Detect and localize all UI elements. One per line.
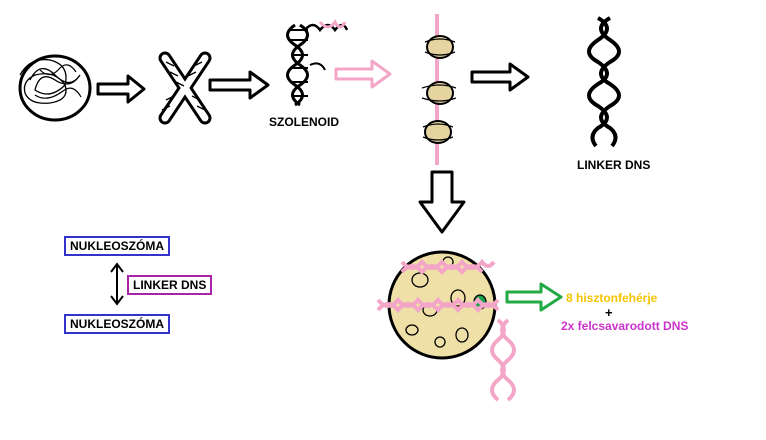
label-linker-dns-top: LINKER DNS: [577, 158, 650, 172]
label-dns: 2x felcsavarodott DNS: [561, 319, 689, 333]
label-linker-dns-box: LINKER DNS: [127, 275, 213, 295]
arrow-right-2: [208, 70, 270, 100]
label-nukleoszoma-bottom: NUKLEOSZÓMA: [64, 314, 170, 334]
arrow-right-1: [96, 74, 146, 104]
solenoid: [286, 19, 349, 107]
x-chromosome: [158, 51, 212, 125]
label-szolenoid: SZOLENOID: [269, 115, 339, 129]
arrow-right-green: [505, 282, 563, 312]
label-plus: +: [605, 305, 613, 320]
arrow-down: [418, 170, 466, 234]
linker-dna-helix: [587, 16, 621, 148]
label-nukleoszoma-top: NUKLEOSZÓMA: [64, 236, 170, 256]
nucleosome-string: [421, 14, 457, 165]
label-hiszton: 8 hisztonfehérje: [566, 291, 658, 305]
chromatin-nucleus: [18, 54, 92, 122]
arrow-right-3: [470, 62, 530, 92]
arrow-right-pink: [334, 59, 392, 89]
double-arrow-vertical: [110, 262, 124, 306]
dna-wrap: [376, 258, 516, 402]
